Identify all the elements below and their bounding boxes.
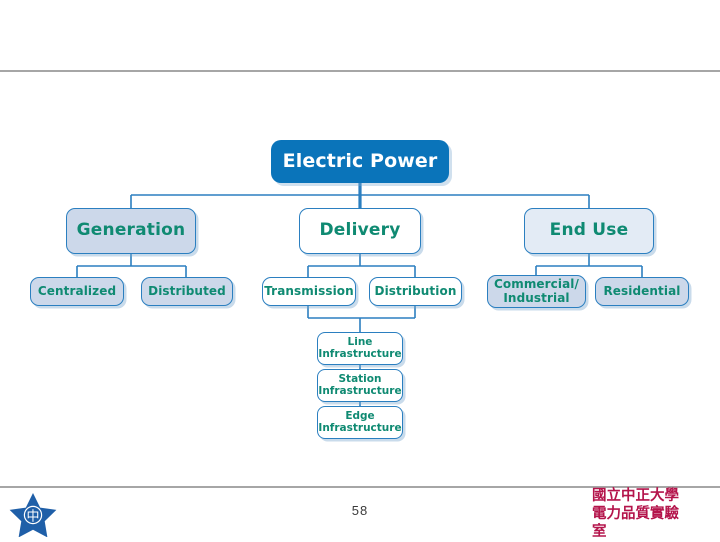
node-label-line-1: Line (347, 335, 373, 348)
node-label: Generation (76, 220, 186, 241)
node-centralized[interactable]: Centralized (30, 277, 124, 306)
node-label: Transmission (264, 284, 354, 299)
node-station-infrastructure[interactable]: Station Infrastructure (317, 369, 403, 402)
node-label: Distribution (374, 284, 457, 299)
node-label-line-2: Infrastructure (318, 384, 402, 397)
node-label-line-1: Station (338, 372, 382, 385)
organization-line-2: 電力品質實驗 (592, 506, 679, 522)
page-number: 58 (351, 503, 369, 518)
node-label-line-2: Infrastructure (318, 347, 402, 360)
node-distribution[interactable]: Distribution (369, 277, 462, 306)
node-label-line-2: Industrial (503, 290, 570, 305)
node-residential[interactable]: Residential (595, 277, 689, 306)
node-commercial-industrial[interactable]: Commercial/ Industrial (487, 275, 586, 308)
node-label-line-2: Infrastructure (318, 421, 402, 434)
organization-line-1: 國立中正大學 (592, 488, 679, 504)
node-label-line-1: Commercial/ (493, 276, 580, 291)
node-edge-infrastructure[interactable]: Edge Infrastructure (317, 406, 403, 439)
logo-character: 中 (26, 510, 39, 525)
node-end-use[interactable]: End Use (524, 208, 654, 254)
node-label: Residential (603, 284, 681, 299)
node-distributed[interactable]: Distributed (141, 277, 233, 306)
node-label: Delivery (319, 220, 401, 241)
node-label: Distributed (148, 284, 226, 299)
node-line-infrastructure[interactable]: Line Infrastructure (317, 332, 403, 365)
university-logo: 中 (9, 492, 57, 538)
electric-power-hierarchy-diagram: Electric Power Generation Delivery End U… (0, 120, 720, 450)
organization-name: 國立中正大學 電力品質實驗 室 (592, 487, 712, 539)
node-label: Centralized (37, 284, 117, 299)
organization-line-3: 室 (592, 524, 607, 539)
node-delivery[interactable]: Delivery (299, 208, 421, 254)
node-label: End Use (549, 220, 629, 241)
logo-inner-disc (25, 507, 41, 523)
footer-divider (0, 486, 720, 488)
node-transmission[interactable]: Transmission (262, 277, 356, 306)
header-divider (0, 70, 720, 72)
node-generation[interactable]: Generation (66, 208, 196, 254)
node-electric-power[interactable]: Electric Power (271, 140, 449, 183)
node-label-line-1: Edge (345, 409, 375, 422)
node-label: Electric Power (282, 149, 438, 172)
